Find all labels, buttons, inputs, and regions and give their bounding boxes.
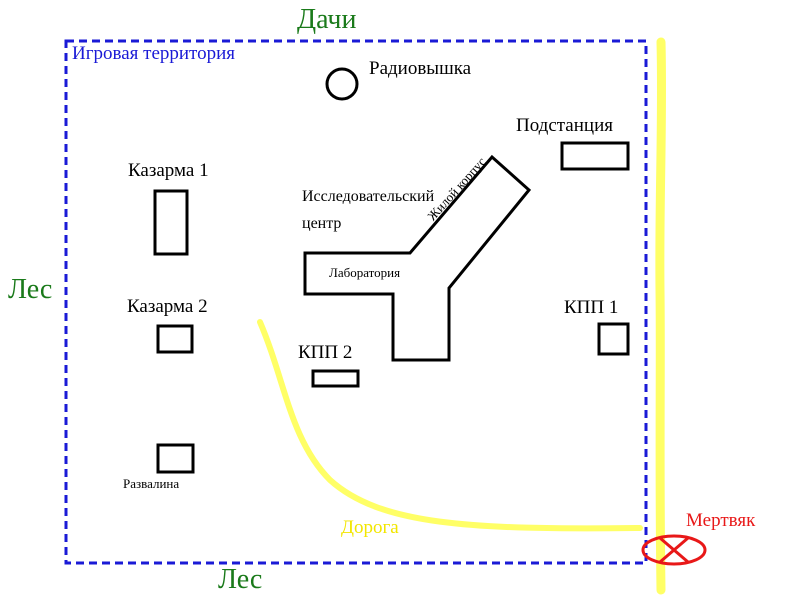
ruin-label: Развалина xyxy=(123,476,180,491)
checkpoint-1-building xyxy=(597,322,630,356)
zone-label: Игровая территория xyxy=(72,43,236,64)
substation-building xyxy=(560,141,630,171)
laboratory-label: Лаборатория xyxy=(329,265,401,280)
checkpoint-2-building xyxy=(311,369,360,388)
substation-label: Подстанция xyxy=(516,115,613,136)
south-label: Лес xyxy=(218,564,263,595)
ruin-building xyxy=(156,443,195,474)
checkpoint-2-label: КПП 2 xyxy=(298,342,353,363)
west-label: Лес xyxy=(8,274,53,305)
north-label: Дачи xyxy=(297,4,357,35)
research-center-label-line1: Исследовательский xyxy=(302,188,435,205)
dead-man-label: Мертвяк xyxy=(686,510,756,531)
research-center-building xyxy=(303,154,532,362)
checkpoint-1-label: КПП 1 xyxy=(564,297,619,318)
barracks-1-building xyxy=(153,189,189,256)
radio-tower-label: Радиовышка xyxy=(369,58,472,79)
research-center-label-line2: центр xyxy=(302,215,342,232)
game-zone-boundary xyxy=(64,39,648,565)
barracks-2-building xyxy=(156,324,194,354)
road-curve xyxy=(257,319,643,532)
barracks-2-label: Казарма 2 xyxy=(127,296,208,317)
road-highway xyxy=(655,37,667,595)
radio-tower-icon xyxy=(325,67,359,101)
dead-man-marker-icon xyxy=(641,534,707,566)
barracks-1-label: Казарма 1 xyxy=(128,160,209,181)
road-label: Дорога xyxy=(341,517,399,538)
